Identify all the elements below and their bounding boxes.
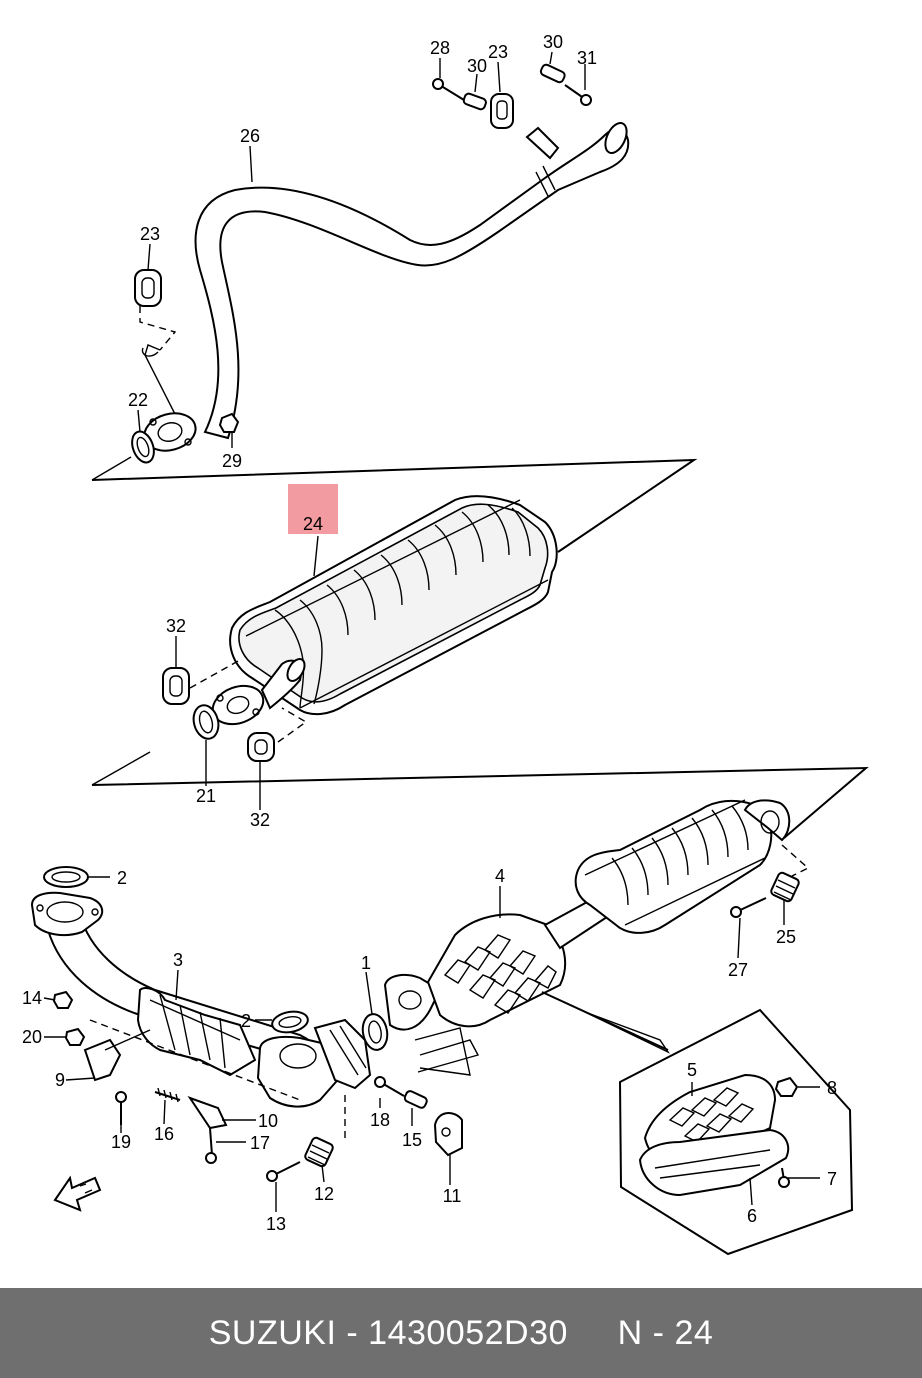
gasket-ring-2-upper[interactable] [43, 866, 89, 888]
callout-30-right[interactable]: 30 [543, 32, 563, 52]
nut-8[interactable] [774, 1076, 799, 1097]
spring-25[interactable] [770, 871, 800, 903]
heat-shield-lower[interactable] [638, 1128, 790, 1197]
callout-20[interactable]: 20 [22, 1027, 42, 1047]
bushing-15[interactable] [403, 1090, 428, 1109]
catalytic-converter[interactable] [383, 913, 567, 1076]
nut-14[interactable] [52, 990, 74, 1009]
gasket-ring-21[interactable] [190, 702, 222, 741]
callout-4[interactable]: 4 [495, 866, 505, 886]
gasket-ring-2-lower[interactable] [271, 1009, 310, 1035]
hanger-rubber-32-lower[interactable] [247, 732, 275, 762]
callout-32-lower[interactable]: 32 [250, 810, 270, 830]
callout-2-lower[interactable]: 2 [241, 1011, 251, 1031]
callout-14[interactable]: 14 [22, 988, 42, 1008]
callout-1[interactable]: 1 [361, 953, 371, 973]
muffler-main[interactable] [229, 494, 558, 716]
hanger-rubber-left[interactable] [134, 269, 162, 307]
bracket-10[interactable] [187, 1096, 228, 1130]
callout-10[interactable]: 10 [258, 1111, 278, 1131]
hanger-rubber-32-upper[interactable] [162, 667, 190, 705]
callout-12[interactable]: 12 [314, 1184, 334, 1204]
callout-18[interactable]: 18 [370, 1110, 390, 1130]
rear-muffler[interactable] [574, 799, 791, 934]
callout-3[interactable]: 3 [173, 950, 183, 970]
spring-12[interactable] [304, 1136, 334, 1168]
hanger-rubber-top[interactable] [490, 93, 514, 129]
callout-21[interactable]: 21 [196, 786, 216, 806]
callout-32-upper[interactable]: 32 [166, 616, 186, 636]
footer-brand: SUZUKI [208, 1313, 337, 1352]
bushing-30-left[interactable] [462, 92, 487, 111]
callout-8[interactable]: 8 [827, 1078, 837, 1098]
stud-16[interactable] [154, 1087, 181, 1103]
bolt-18[interactable] [374, 1076, 405, 1097]
callout-24[interactable]: 24 [303, 514, 323, 534]
callout-6[interactable]: 6 [747, 1206, 757, 1226]
footer-ref-prefix: N [617, 1313, 643, 1352]
part-number-footer: SUZUKI - 1430052D30 N - 24 [0, 1288, 922, 1378]
hanger-11[interactable] [433, 1112, 463, 1157]
callout-13[interactable]: 13 [266, 1214, 286, 1234]
bolt-19[interactable] [115, 1091, 127, 1125]
callout-29[interactable]: 29 [222, 451, 242, 471]
callout-19[interactable]: 19 [111, 1132, 131, 1152]
callout-16[interactable]: 16 [154, 1124, 174, 1144]
bolt-28[interactable] [432, 78, 465, 101]
leader-lines [43, 51, 820, 1212]
callout-2-upper[interactable]: 2 [117, 868, 127, 888]
callout-23-top[interactable]: 23 [488, 42, 508, 62]
highlight-part-24 [288, 484, 338, 534]
bolt-17[interactable] [205, 1127, 217, 1164]
detail-inset-frame [618, 1008, 854, 1256]
leader-24 [313, 535, 319, 577]
gasket-ring-1[interactable] [360, 1012, 390, 1052]
callout-31[interactable]: 31 [577, 48, 597, 68]
tail-pipe[interactable] [194, 128, 630, 440]
footer-ref-separator: - [652, 1313, 665, 1352]
bolt-31[interactable] [564, 84, 592, 106]
footer-part-number: 1430052D30 [368, 1313, 568, 1352]
callout-25[interactable]: 25 [776, 927, 796, 947]
manifold-flange[interactable] [30, 891, 104, 937]
tail-pipe-assembly [141, 122, 630, 440]
callout-17[interactable]: 17 [250, 1133, 270, 1153]
bracket-top[interactable] [525, 126, 560, 160]
gasket-ring-22[interactable] [128, 429, 158, 466]
exhaust-system-diagram: 28 30 23 30 31 26 23 22 29 24 32 21 32 2… [22, 32, 869, 1256]
callout-7[interactable]: 7 [827, 1169, 837, 1189]
bushing-30-right[interactable] [539, 63, 566, 84]
pipe-joint-flange[interactable] [256, 1018, 372, 1108]
footer-separator: - [346, 1313, 359, 1352]
callout-27[interactable]: 27 [728, 960, 748, 980]
nut-29[interactable] [218, 412, 240, 433]
callouts: 28 30 23 30 31 26 23 22 29 24 32 21 32 2… [22, 32, 837, 1234]
front-arrow-icon [53, 1175, 102, 1212]
callout-5[interactable]: 5 [687, 1060, 697, 1080]
bolt-7[interactable] [778, 1167, 790, 1188]
callout-11[interactable]: 11 [443, 1186, 462, 1206]
bolt-27[interactable] [730, 897, 767, 918]
callout-15[interactable]: 15 [402, 1130, 422, 1150]
bracket-9[interactable] [83, 1029, 151, 1082]
callout-9[interactable]: 9 [55, 1070, 65, 1090]
callout-22[interactable]: 22 [128, 390, 148, 410]
bolt-13[interactable] [266, 1161, 301, 1182]
callout-26[interactable]: 26 [240, 126, 260, 146]
callout-28[interactable]: 28 [430, 38, 450, 58]
callout-23-left[interactable]: 23 [140, 224, 160, 244]
callout-30-left[interactable]: 30 [467, 56, 487, 76]
nut-20[interactable] [64, 1027, 86, 1046]
footer-ref-number: 24 [674, 1313, 714, 1352]
